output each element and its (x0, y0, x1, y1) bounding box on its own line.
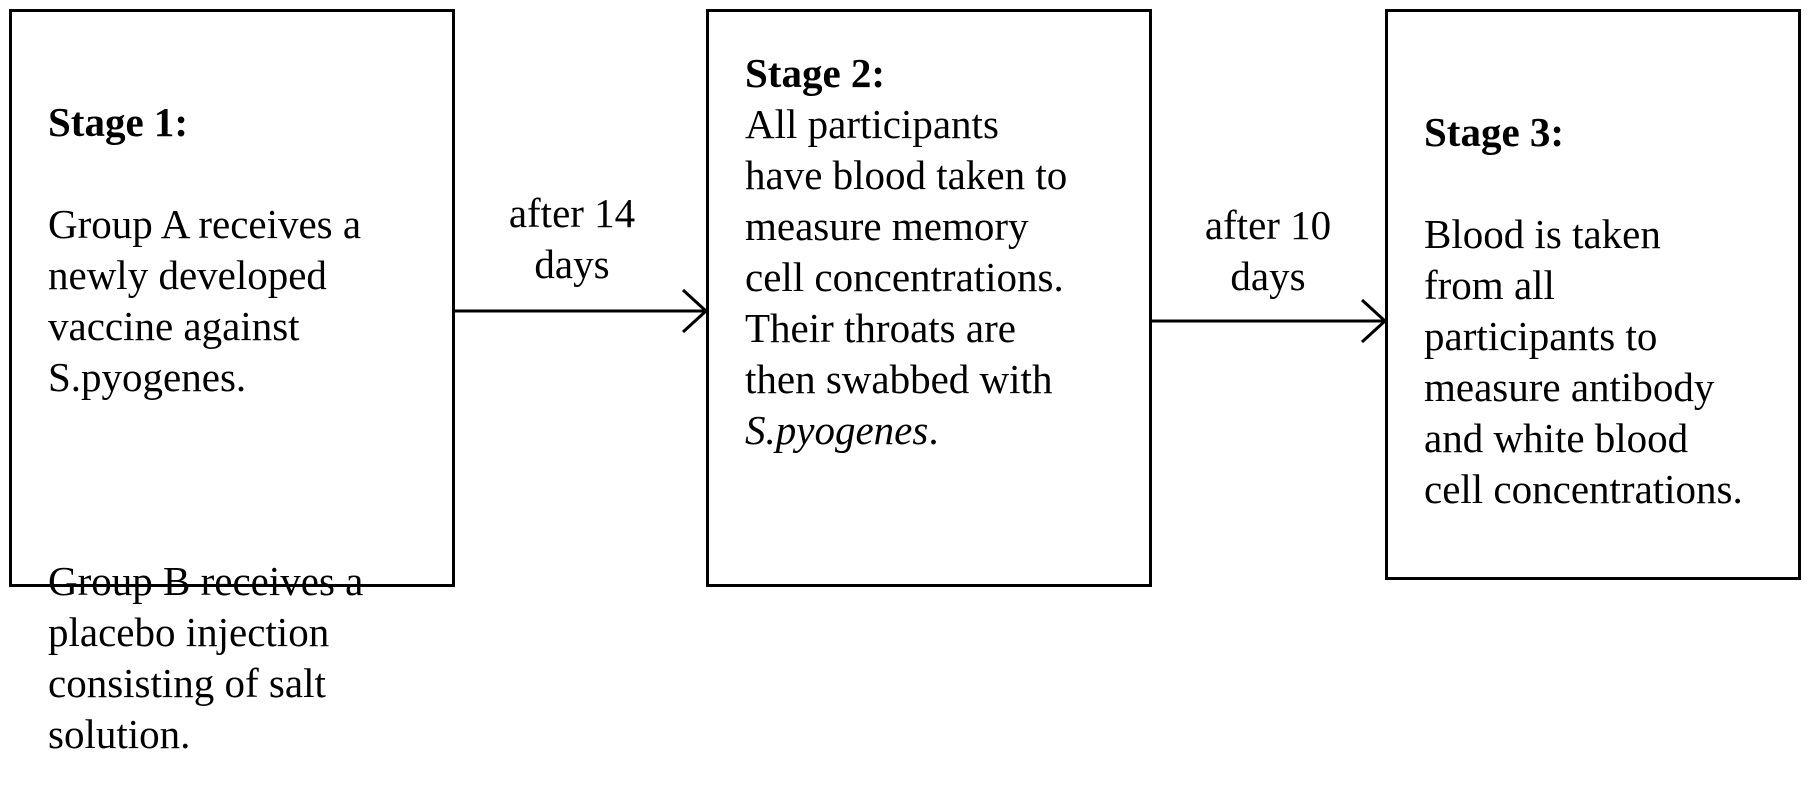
stage-3-box: Stage 3: Blood is taken from all partici… (1385, 9, 1801, 580)
stage-1-group-a-text: Group A receives a newly developed vacci… (48, 201, 362, 400)
arrows-layer (455, 288, 1388, 344)
stage-2-box: Stage 2: All participants have blood take… (706, 9, 1152, 587)
stage-2-italic-species: S.pyogenes (745, 407, 929, 453)
arrow-1-head (681, 288, 709, 334)
stage-1-heading: Stage 1: (48, 99, 189, 145)
stage-2-body-end: . (928, 407, 939, 453)
stage-3-body: Blood is taken from all participants to … (1424, 211, 1743, 512)
stage-2-text: Stage 2: All participants have blood take… (745, 48, 1067, 456)
arrow-2-label: after 10 days (1204, 202, 1332, 299)
arrow-2-head (1360, 298, 1388, 344)
stage-3-heading: Stage 3: (1424, 109, 1565, 155)
stage-2-heading: Stage 2: (745, 50, 886, 96)
arrow-1 (455, 288, 709, 334)
stage-1-box: Stage 1: Group A receives a newly develo… (9, 9, 455, 757)
stage-3-text: Stage 3: Blood is taken from all partici… (1424, 56, 1743, 566)
stage-2-body-text: All participants have blood taken to mea… (745, 101, 1068, 402)
arrow-1-label: after 14 days (508, 190, 636, 287)
arrow-2 (1152, 298, 1388, 344)
stage-2-body: All participants have blood taken to mea… (745, 99, 1067, 456)
